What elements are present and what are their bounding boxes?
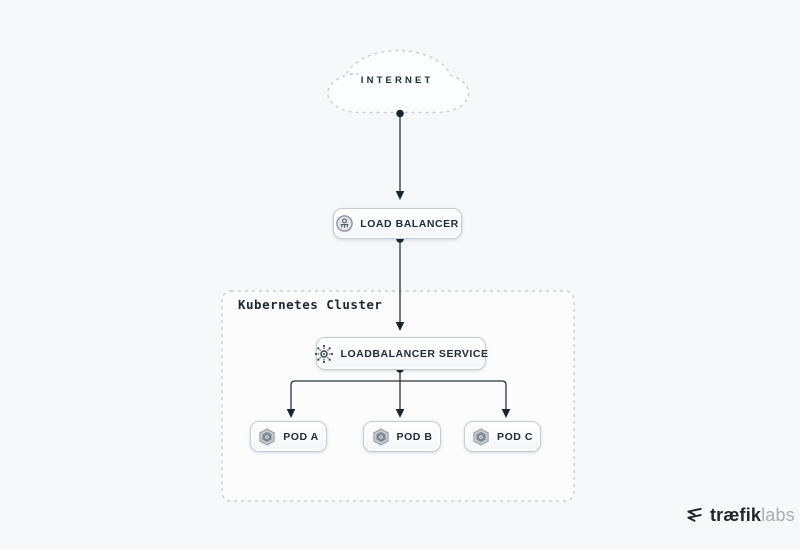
pod-hexagon-icon bbox=[372, 427, 389, 446]
brand-name-secondary: labs bbox=[761, 504, 795, 525]
pod-c-node: POD C bbox=[464, 421, 541, 452]
internet-cloud bbox=[328, 51, 469, 113]
pod-hexagon-icon bbox=[473, 427, 489, 446]
arrowhead-down bbox=[395, 191, 405, 200]
load-balancer-icon bbox=[336, 215, 354, 232]
brand-name-primary: træfik bbox=[710, 504, 762, 525]
pod-c-label: POD C bbox=[497, 430, 533, 443]
arrowhead-down bbox=[286, 409, 296, 418]
load-balancer-label: LOAD BALANCER bbox=[360, 217, 459, 230]
pod-b-label: POD B bbox=[396, 430, 433, 443]
pod-hexagon-icon bbox=[259, 427, 275, 446]
connection-dot bbox=[396, 109, 404, 118]
loadbalancer-service-node: LOADBALANCER SERVICE bbox=[314, 337, 489, 370]
loadbalancer-service-label: LOADBALANCER SERVICE bbox=[340, 347, 489, 360]
arrowhead-down bbox=[501, 409, 511, 418]
arrows-service-to-pods bbox=[290, 371, 507, 409]
cluster-label: Kubernetes Cluster bbox=[238, 297, 383, 312]
traefik-logo-icon bbox=[687, 507, 702, 522]
pod-a-node: POD A bbox=[250, 421, 327, 452]
service-radial-icon bbox=[314, 344, 333, 363]
load-balancer-node: LOAD BALANCER bbox=[333, 208, 462, 239]
internet-label: INTERNET bbox=[360, 75, 434, 86]
pod-a-label: POD A bbox=[283, 430, 319, 443]
arrowhead-down bbox=[395, 322, 405, 331]
pod-b-node: POD B bbox=[363, 421, 441, 452]
arrowhead-down bbox=[395, 409, 405, 418]
